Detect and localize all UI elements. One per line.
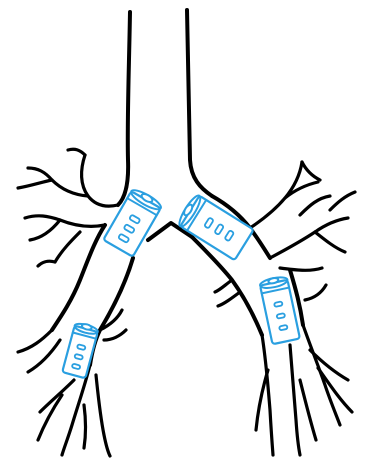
stent-upper-right <box>176 193 254 260</box>
trachea <box>118 10 212 205</box>
stent-lower-left <box>62 321 99 378</box>
left-upper-lobe-branches <box>18 149 118 266</box>
stent-upper-left <box>103 187 163 257</box>
